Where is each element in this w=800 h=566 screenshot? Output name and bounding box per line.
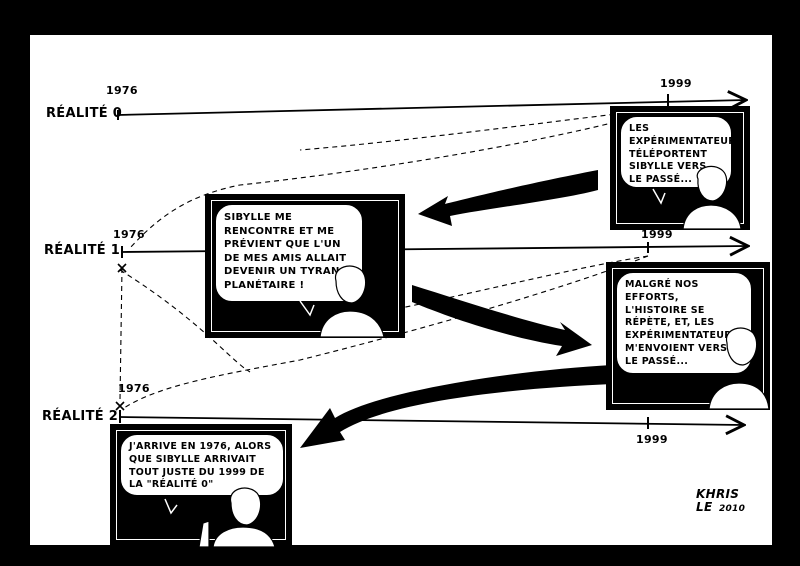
speech-bubble-2: Sibylle me rencontre et me prévient que … xyxy=(214,203,364,303)
character-sketch-2 xyxy=(299,265,385,338)
timeline-0-axis xyxy=(117,94,746,120)
signature-year: 2010 xyxy=(718,503,746,514)
speech-bubble-4: J'arrive en 1976, alors que Sibylle arri… xyxy=(119,433,285,497)
comic-panel-3: Malgré nos efforts, l'histoire se répète… xyxy=(606,262,770,410)
x-mark-reality-2 xyxy=(115,401,125,411)
speech-bubble-3: Malgré nos efforts, l'histoire se répète… xyxy=(615,271,753,375)
comic-panel-1: Les expérimentateurs téléportent Sibylle… xyxy=(610,106,750,230)
speech-bubble-1: Les expérimentateurs téléportent Sibylle… xyxy=(619,115,743,189)
signature-name-2: LE xyxy=(696,499,713,514)
character-sketch-3 xyxy=(708,327,770,410)
timeline-0-label: Réalité 0 xyxy=(46,106,123,121)
timeline-1-end-year: 1999 xyxy=(641,228,673,241)
timeline-1-start-year: 1976 xyxy=(113,228,145,241)
timeline-0-start-year: 1976 xyxy=(106,84,138,97)
character-sketch-4 xyxy=(164,487,276,548)
timeline-2-end-year: 1999 xyxy=(636,433,668,446)
timeline-2-start-year: 1976 xyxy=(118,382,150,395)
character-sketch-1 xyxy=(652,165,742,230)
timeline-1-label: Réalité 1 xyxy=(44,243,121,258)
timeline-0-end-year: 1999 xyxy=(660,77,692,90)
comic-panel-2: Sibylle me rencontre et me prévient que … xyxy=(205,194,405,338)
signature-name-1: Khris xyxy=(696,487,740,501)
timeline-2-axis xyxy=(119,410,744,429)
timeline-2-label: Réalité 2 xyxy=(42,409,119,424)
thick-arrows xyxy=(300,170,612,448)
artist-signature: Khris LE 2010 xyxy=(696,488,745,514)
comic-panel-4: J'arrive en 1976, alors que Sibylle arri… xyxy=(110,424,292,548)
